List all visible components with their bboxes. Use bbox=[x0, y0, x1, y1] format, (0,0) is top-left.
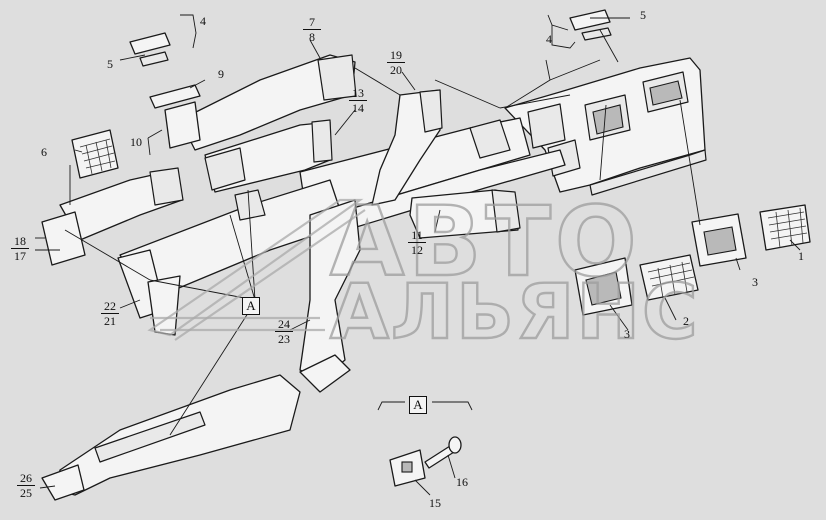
lower-center-duct bbox=[117, 179, 346, 336]
callout-11-12: 11 12 bbox=[408, 229, 426, 256]
callout-26: 26 bbox=[17, 472, 35, 486]
watermark-line2: АЛЬЯНС bbox=[330, 267, 700, 356]
callout-22-21: 22 21 bbox=[101, 300, 119, 327]
callout-24-23: 24 23 bbox=[275, 318, 293, 345]
clip-15 bbox=[389, 449, 426, 487]
main-duct-panel bbox=[504, 57, 707, 196]
vent-grille-2 bbox=[639, 254, 699, 301]
callout-3-right: 3 bbox=[752, 275, 758, 289]
callout-12: 12 bbox=[411, 243, 423, 257]
vent-bezel-3-upper bbox=[691, 213, 747, 267]
watermark-line1: АВТО bbox=[330, 186, 641, 298]
callout-26-25: 26 25 bbox=[17, 472, 35, 499]
watermark-logo: АВТО АЛЬЯНС bbox=[147, 185, 700, 357]
vent-grille-6 bbox=[71, 129, 119, 179]
callout-7-8: 7 8 bbox=[303, 16, 321, 43]
cap-5-left bbox=[129, 32, 171, 67]
vent-grille-1 bbox=[759, 204, 811, 251]
callout-24: 24 bbox=[275, 318, 293, 332]
screw-16 bbox=[424, 436, 462, 469]
detail-marker-a-main: A bbox=[242, 297, 260, 315]
callout-11: 11 bbox=[408, 229, 426, 243]
short-duct-11 bbox=[409, 189, 521, 239]
callout-13: 13 bbox=[349, 87, 367, 101]
callout-20: 20 bbox=[390, 63, 402, 77]
callout-2: 2 bbox=[683, 314, 689, 328]
cap-9 bbox=[149, 84, 201, 109]
vent-bezel-3-lower bbox=[574, 257, 633, 316]
callout-22: 22 bbox=[101, 300, 119, 314]
callout-17: 17 bbox=[14, 249, 26, 263]
callout-25: 25 bbox=[20, 486, 32, 500]
callout-21: 21 bbox=[104, 314, 116, 328]
callout-8: 8 bbox=[309, 30, 315, 44]
elbow-duct bbox=[204, 119, 333, 193]
callout-18: 18 bbox=[11, 235, 29, 249]
callout-16: 16 bbox=[456, 475, 468, 489]
callout-23: 23 bbox=[278, 332, 290, 346]
cap-5-right bbox=[569, 9, 612, 41]
callout-10: 10 bbox=[130, 135, 142, 149]
callout-7: 7 bbox=[303, 16, 321, 30]
callout-14: 14 bbox=[352, 101, 364, 115]
callout-4-right: 4 bbox=[546, 32, 552, 46]
left-side-duct bbox=[41, 167, 184, 266]
callout-4-left: 4 bbox=[200, 14, 206, 28]
callout-6: 6 bbox=[41, 145, 47, 159]
callout-1: 1 bbox=[798, 249, 804, 263]
callout-18-17: 18 17 bbox=[11, 235, 29, 262]
callout-15: 15 bbox=[429, 496, 441, 510]
callout-9: 9 bbox=[218, 67, 224, 81]
riser-duct bbox=[371, 89, 443, 206]
callout-3-lower: 3 bbox=[624, 327, 630, 341]
detail-marker-a-view: A bbox=[409, 396, 427, 414]
upper-curved-duct bbox=[164, 54, 357, 151]
callout-19: 19 bbox=[387, 49, 405, 63]
callout-13-14: 13 14 bbox=[349, 87, 367, 114]
callout-5-right: 5 bbox=[640, 8, 646, 22]
callout-19-20: 19 20 bbox=[387, 49, 405, 76]
callout-5-left: 5 bbox=[107, 57, 113, 71]
